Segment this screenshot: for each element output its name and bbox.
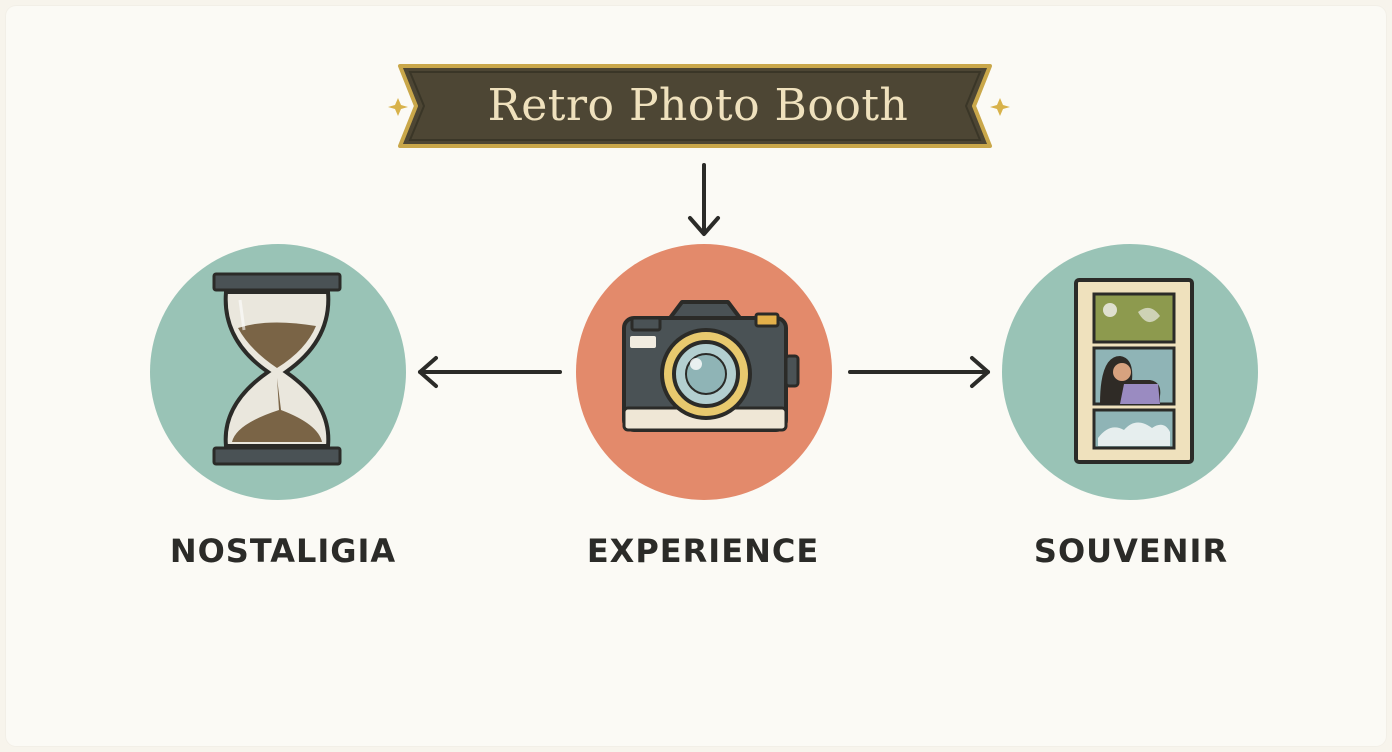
photo-strip-icon [1074, 278, 1194, 464]
edge-experience-to-nostalgia [418, 356, 562, 388]
node-nostalgia [150, 244, 406, 500]
sparkle-left-icon [388, 98, 408, 116]
banner-inner-border [408, 71, 982, 141]
experience-label: EXPERIENCE [586, 532, 820, 570]
diagram-title: Retro Photo Booth [487, 79, 909, 131]
edges [418, 163, 990, 388]
edge-title-to-experience [688, 163, 720, 236]
sparkle-right-icon [990, 98, 1010, 116]
title-banner [388, 64, 1010, 148]
node-experience [576, 244, 832, 500]
node-souvenir [1002, 244, 1258, 500]
hourglass-icon [212, 272, 342, 466]
edge-experience-to-souvenir [848, 356, 990, 388]
banner-shape [398, 64, 992, 148]
souvenir-label: SOUVENIR [1033, 532, 1229, 570]
nostalgia-label: NOSTALIGIA [169, 532, 397, 570]
camera-icon [622, 300, 800, 432]
